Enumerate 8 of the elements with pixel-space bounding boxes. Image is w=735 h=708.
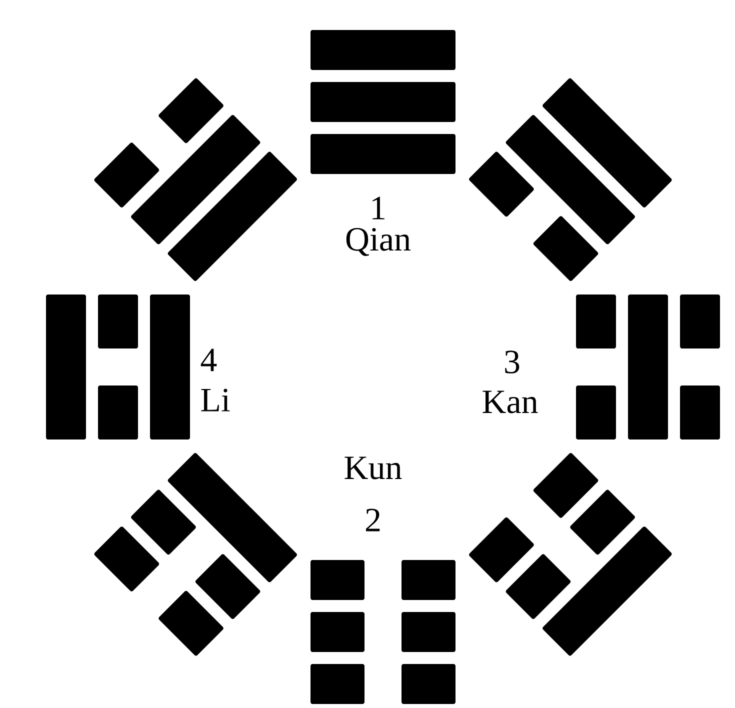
trigram-label: Kan bbox=[482, 390, 538, 414]
trigram-label: Kun bbox=[344, 456, 402, 480]
trigram-label: 2 bbox=[366, 508, 380, 532]
trigram-label: 4 bbox=[200, 348, 217, 372]
trigram-label: Qian bbox=[346, 228, 411, 256]
trigram-label: Li bbox=[201, 388, 230, 412]
trigram-label: 3 bbox=[505, 350, 520, 374]
trigram-label: 1 bbox=[372, 196, 384, 220]
